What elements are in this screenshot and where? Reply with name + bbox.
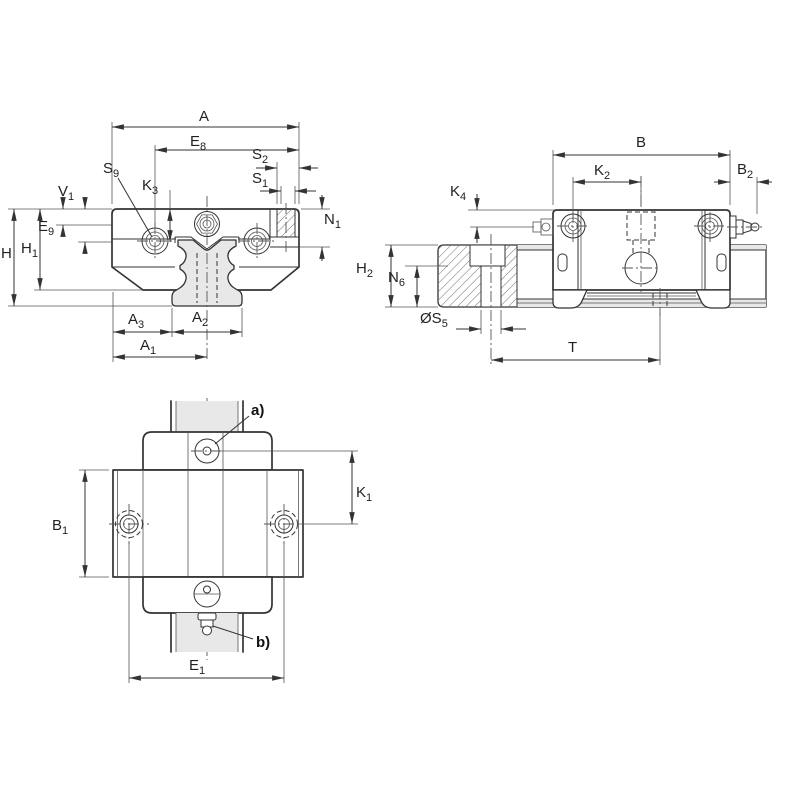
dim-label-E1: E1 bbox=[189, 657, 205, 677]
lube-port-bottom bbox=[193, 580, 221, 608]
dim-A3-A2 bbox=[112, 292, 243, 362]
rail-section-hatched bbox=[438, 244, 518, 308]
dim-label-S5: ØS5 bbox=[420, 310, 448, 330]
dim-H2 bbox=[385, 244, 438, 308]
front-view bbox=[8, 122, 330, 362]
dim-A bbox=[111, 122, 300, 204]
side-view bbox=[385, 150, 772, 365]
dim-label-S9: S9 bbox=[103, 160, 119, 180]
dim-label-K1: K1 bbox=[356, 484, 372, 504]
grease-nipple-b bbox=[197, 612, 217, 636]
dim-N1 bbox=[299, 195, 330, 261]
leader-b bbox=[212, 625, 254, 640]
dim-label-N6: N6 bbox=[388, 269, 405, 289]
leader-S9 bbox=[117, 177, 153, 238]
dim-label-H: H bbox=[1, 245, 12, 262]
callout-b: b) bbox=[256, 634, 270, 651]
dim-label-N1: N1 bbox=[324, 211, 341, 231]
dim-label-T: T bbox=[568, 339, 577, 356]
dim-K1 bbox=[221, 450, 358, 525]
dim-label-B: B bbox=[636, 134, 646, 151]
dim-label-E8: E8 bbox=[190, 133, 206, 153]
grease-nipple-right bbox=[727, 215, 764, 239]
dim-label-E9: E9 bbox=[38, 218, 54, 238]
dim-B1 bbox=[79, 469, 109, 578]
dim-K4 bbox=[468, 194, 555, 243]
lube-boss-section bbox=[269, 203, 299, 253]
dim-label-K4: K4 bbox=[450, 183, 466, 203]
mount-hole-left bbox=[109, 504, 149, 544]
hex-bolt-top bbox=[194, 211, 220, 237]
dim-K2 bbox=[572, 177, 642, 220]
plan-view bbox=[79, 398, 358, 683]
dim-label-A2: A2 bbox=[192, 309, 208, 329]
dim-label-A: A bbox=[199, 108, 209, 125]
endcap-lobe-left bbox=[552, 289, 588, 309]
screw-right bbox=[239, 223, 275, 259]
dim-N6 bbox=[405, 265, 448, 307]
dim-E1 bbox=[128, 541, 285, 683]
endcap-slot-right bbox=[716, 253, 727, 272]
dim-label-V1: V1 bbox=[58, 183, 74, 203]
endcap-screw-right bbox=[694, 212, 726, 242]
dim-B2 bbox=[714, 177, 772, 214]
endcap-lobe-right bbox=[695, 289, 731, 309]
dim-S2 bbox=[256, 162, 318, 204]
leader-a bbox=[214, 415, 250, 445]
dim-label-K2: K2 bbox=[594, 162, 610, 182]
dim-label-H2: H2 bbox=[356, 260, 373, 280]
lube-port-a bbox=[191, 438, 223, 464]
dim-label-A1: A1 bbox=[140, 337, 156, 357]
dim-label-B2: B2 bbox=[737, 161, 753, 181]
carriage-plan-body bbox=[112, 469, 304, 578]
dim-label-A3: A3 bbox=[128, 311, 144, 331]
dim-label-S1: S1 bbox=[252, 170, 268, 190]
dim-label-S2: S2 bbox=[252, 146, 268, 166]
lube-port-left bbox=[532, 218, 554, 236]
counterbore-head bbox=[469, 244, 506, 267]
dimension-labels: A E8 S9 K3 S2 S1 N1 V1 E9 H1 H A3 A2 A1 … bbox=[1, 108, 753, 677]
dim-label-B1: B1 bbox=[52, 517, 68, 537]
dim-label-K3: K3 bbox=[142, 177, 158, 197]
callout-a: a) bbox=[251, 402, 264, 419]
dim-B bbox=[552, 150, 731, 205]
dim-S5 bbox=[456, 310, 526, 334]
dim-E8 bbox=[154, 145, 299, 226]
endcap-slot-left bbox=[557, 253, 568, 272]
carriage-face-lines bbox=[112, 238, 299, 268]
mount-hole-right bbox=[264, 504, 304, 544]
dim-label-H1: H1 bbox=[21, 240, 38, 260]
dim-T bbox=[491, 288, 668, 365]
rail-plan-top bbox=[170, 400, 244, 433]
hidden-lube-channel bbox=[626, 211, 656, 253]
dim-S1 bbox=[260, 186, 316, 204]
